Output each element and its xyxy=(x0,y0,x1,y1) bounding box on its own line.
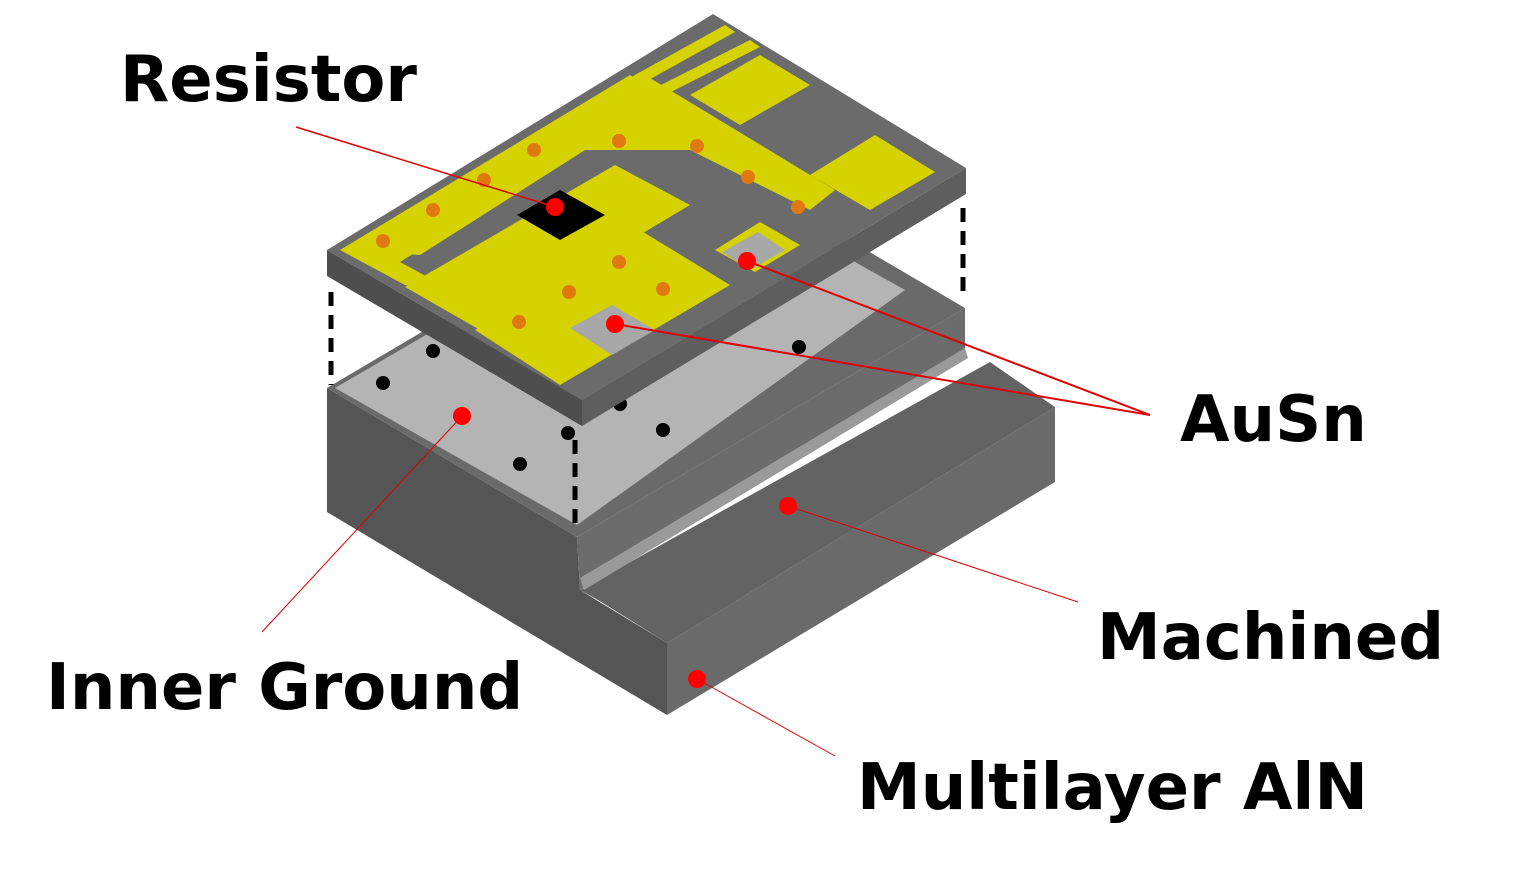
trace-lower-left xyxy=(405,165,690,330)
label-machined: Machined xyxy=(1097,601,1445,675)
trace-top-right-2 xyxy=(810,135,935,210)
marker-dot xyxy=(779,497,797,515)
via-dot xyxy=(527,143,541,157)
trace-thin-1 xyxy=(635,25,735,82)
via-dot xyxy=(561,426,575,440)
via-dot xyxy=(741,170,755,184)
trace-top-right-1 xyxy=(690,55,810,125)
label-multilayer-aln: Multilayer AlN xyxy=(857,751,1368,825)
alignment-dashes xyxy=(328,208,966,525)
plate-vias xyxy=(376,134,805,329)
leader-resistor xyxy=(295,126,556,208)
trace-inner xyxy=(475,230,730,385)
top-substrate xyxy=(327,14,966,426)
label-ausn: AuSn xyxy=(1180,383,1367,457)
label-resistor: Resistor xyxy=(120,43,417,117)
ground-vias xyxy=(376,340,806,471)
via-dot xyxy=(612,134,626,148)
plate-left-edge xyxy=(327,250,582,426)
plate-right-edge xyxy=(582,168,966,426)
ausn-pad-right xyxy=(722,232,785,270)
leader-inner-ground xyxy=(261,415,463,633)
base-lower-front-face xyxy=(667,407,1055,715)
via-dot xyxy=(562,285,576,299)
marker-dot xyxy=(546,198,564,216)
via-dot xyxy=(426,203,440,217)
marker-dot xyxy=(738,252,756,270)
via-dot xyxy=(792,340,806,354)
leader-ausn-right xyxy=(746,260,1151,416)
via-dot xyxy=(791,200,805,214)
trace-main xyxy=(345,72,835,255)
leader-ausn-center xyxy=(614,323,1151,416)
via-dot xyxy=(376,376,390,390)
via-dot xyxy=(656,423,670,437)
machined-wall xyxy=(577,308,965,590)
via-dot xyxy=(512,315,526,329)
via-dot xyxy=(656,282,670,296)
via-dot xyxy=(612,255,626,269)
marker-dot xyxy=(606,315,624,333)
leader-machined xyxy=(787,505,1079,603)
groove-highlight xyxy=(580,348,968,590)
via-dot xyxy=(376,234,390,248)
label-inner-ground: Inner Ground xyxy=(46,651,524,725)
leader-multilayer xyxy=(696,678,836,757)
base-lower-ledge xyxy=(580,362,1055,643)
marker-dot xyxy=(453,407,471,425)
marker-dot xyxy=(688,670,706,688)
via-dot xyxy=(690,139,704,153)
via-dot xyxy=(513,457,527,471)
via-dot xyxy=(426,344,440,358)
leader-dots xyxy=(453,198,797,688)
leader-lines xyxy=(261,126,1151,757)
trace-thin-2 xyxy=(655,40,760,95)
